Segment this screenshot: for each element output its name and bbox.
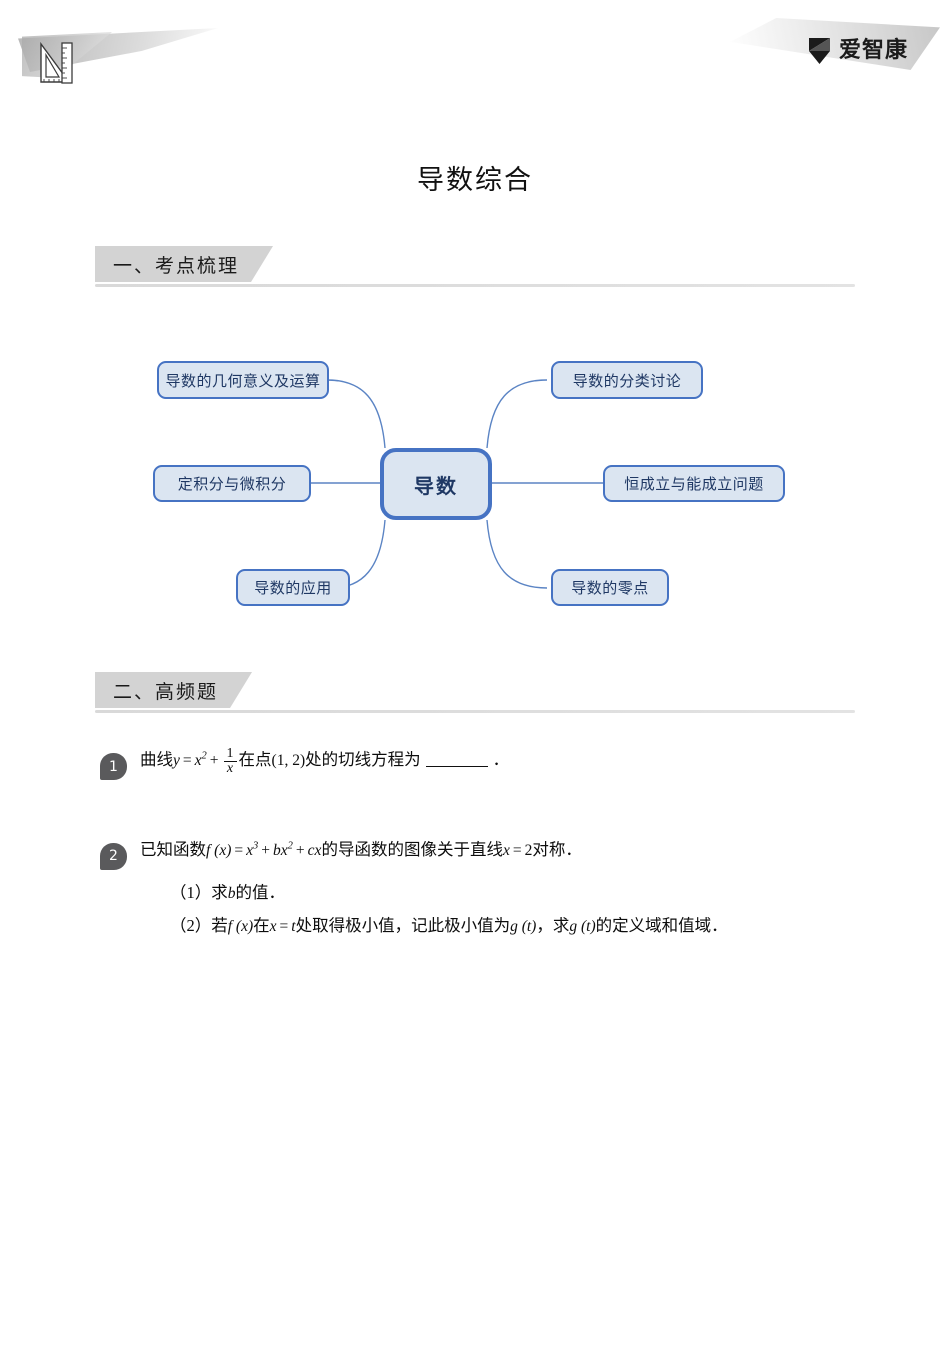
mindmap-node-integral-label: 定积分与微积分 — [177, 475, 287, 493]
page-title: 导数综合 — [417, 165, 533, 195]
problem-1-plus: + — [209, 752, 219, 769]
problem-2-x3-base: x — [246, 841, 254, 859]
aizhikang-bowtie-logo-icon — [808, 38, 830, 64]
problem-1-y: y — [173, 752, 180, 769]
problem-2-subpart-2-mid3: ，求 — [536, 915, 570, 935]
mindmap-node-classify-label: 导数的分类讨论 — [572, 371, 682, 390]
problem-2-axis-value: 2 — [524, 841, 533, 859]
problem-2-subpart-1-var: b — [227, 884, 236, 902]
problem-2-fx: f (x) — [206, 841, 232, 859]
mindmap-node-zeros-label: 导数的零点 — [571, 579, 649, 597]
problem-2-subpart-1: （1）求b的值． — [170, 876, 885, 909]
problem-2-subparts: （1）求b的值． （2）若f (x)在x=t处取得极小值，记此极小值为g (t)… — [140, 876, 885, 942]
problem-1-equals: = — [182, 752, 192, 769]
problem-2-subpart-2-fx: f (x) — [227, 917, 254, 935]
problem-2-subpart-2-x: x — [269, 917, 277, 935]
problem-1-point: (1, 2) — [271, 752, 306, 769]
problem-2-subpart-2-t: t — [291, 917, 296, 935]
problem-1-fraction-numerator: 1 — [226, 745, 234, 761]
problem-2-subpart-2-gt-2: g (t) — [569, 917, 596, 935]
problem-2-subpart-2-post: 的定义域和值域． — [595, 915, 728, 935]
problem-2-subpart-2-mid1: 在 — [253, 915, 270, 935]
problem-2-subpart-2-equals: = — [279, 917, 289, 935]
mindmap-center-node[interactable]: 导数 — [380, 448, 492, 520]
section-title-gaopin: 二、高频题 — [113, 681, 219, 703]
mindmap-center-label: 导数 — [414, 473, 458, 498]
problem-1-prefix: 曲线 — [140, 750, 173, 769]
problem-2-coeff-b: b — [273, 841, 281, 859]
section-banner-gaopin: 二、高频题 — [95, 672, 252, 708]
mindmap-node-geometry[interactable]: 导数的几何意义及运算 — [157, 361, 329, 399]
problem-1-tail: 处的切线方程为 — [305, 750, 421, 769]
problem-2-stem-pre: 已知函数 — [140, 839, 206, 859]
mindmap-node-holds[interactable]: 恒成立与能成立问题 — [603, 465, 785, 502]
problem-1-period: ． — [492, 750, 510, 769]
problem-2-subpart-1-marker: （1） — [170, 882, 212, 902]
problem-2-subpart-2-pre: 若 — [211, 915, 228, 935]
triangle-ruler-icon — [40, 41, 73, 84]
problem-2-equals: = — [234, 841, 244, 859]
mindmap-node-integral[interactable]: 定积分与微积分 — [153, 465, 311, 502]
problem-2-plus-1: + — [261, 841, 271, 859]
mindmap-node-zeros[interactable]: 导数的零点 — [551, 569, 669, 606]
problem-2-subpart-2-marker: （2） — [170, 915, 212, 935]
problem-2-bx2-base: x — [280, 841, 288, 859]
mindmap-node-classify[interactable]: 导数的分类讨论 — [551, 361, 703, 399]
mindmap-node-application[interactable]: 导数的应用 — [236, 569, 350, 606]
problem-2-stem: 已知函数f (x)=x3+bx2+cx的导函数的图像关于直线x=2对称． — [140, 835, 885, 866]
problem-2-subpart-2-gt-1: g (t) — [510, 917, 537, 935]
problem-2-subpart-2-mid2: 处取得极小值，记此极小值为 — [295, 915, 511, 935]
problem-1-mid: 在点 — [238, 750, 272, 769]
mindmap-node-application-label: 导数的应用 — [254, 579, 332, 597]
mindmap-connectors — [311, 379, 603, 589]
section-banner-kaodian: 一、考点梳理 — [95, 246, 273, 282]
problem-2-plus-2: + — [295, 841, 305, 859]
problem-1-answer-blank[interactable] — [425, 766, 488, 767]
problem-2-x3-exponent: 3 — [253, 840, 259, 852]
problem-2-stem-tail: 对称． — [532, 839, 582, 859]
problem-1-x-base: x — [194, 752, 202, 769]
mindmap-node-geometry-label: 导数的几何意义及运算 — [165, 371, 321, 390]
problem-2-stem-mid: 的导函数的图像关于直线 — [321, 839, 503, 859]
problem-item-2: 2 已知函数f (x)=x3+bx2+cx的导函数的图像关于直线x=2对称． （… — [95, 835, 885, 942]
section-rule-kaodian — [95, 284, 855, 287]
problem-2-axis-equals: = — [512, 841, 522, 859]
mindmap-derivatives: 导数 导数的几何意义及运算 定积分与微积分 导数的应用 导数的分类讨论 恒成立与… — [95, 330, 855, 630]
page-header: 爱智康 — [0, 0, 950, 110]
section-header-kaodian: 一、考点梳理 — [95, 246, 855, 292]
problem-2-cx: cx — [307, 841, 322, 859]
problem-number-badge: 1 — [100, 753, 127, 780]
problem-2-subpart-2: （2）若f (x)在x=t处取得极小值，记此极小值为g (t)，求g (t)的定… — [170, 909, 885, 942]
problem-number-badge: 2 — [100, 842, 127, 870]
problem-2-axis-x: x — [502, 841, 510, 859]
section-title-kaodian: 一、考点梳理 — [113, 255, 240, 277]
section-header-gaopin: 二、高频题 — [95, 672, 855, 718]
problem-2-subpart-1-post: 的值． — [235, 882, 286, 902]
brand-name-text: 爱智康 — [838, 38, 908, 63]
brand-logo: 爱智康 — [808, 38, 908, 64]
problem-2-subpart-1-pre: 求 — [211, 882, 228, 902]
problem-1-fraction-denominator: x — [223, 761, 237, 777]
section-rule-gaopin — [95, 710, 855, 713]
mindmap-node-holds-label: 恒成立与能成立问题 — [624, 475, 764, 493]
problem-2-bx2-exponent: 2 — [287, 840, 293, 852]
problem-1-x-exponent: 2 — [201, 750, 207, 762]
